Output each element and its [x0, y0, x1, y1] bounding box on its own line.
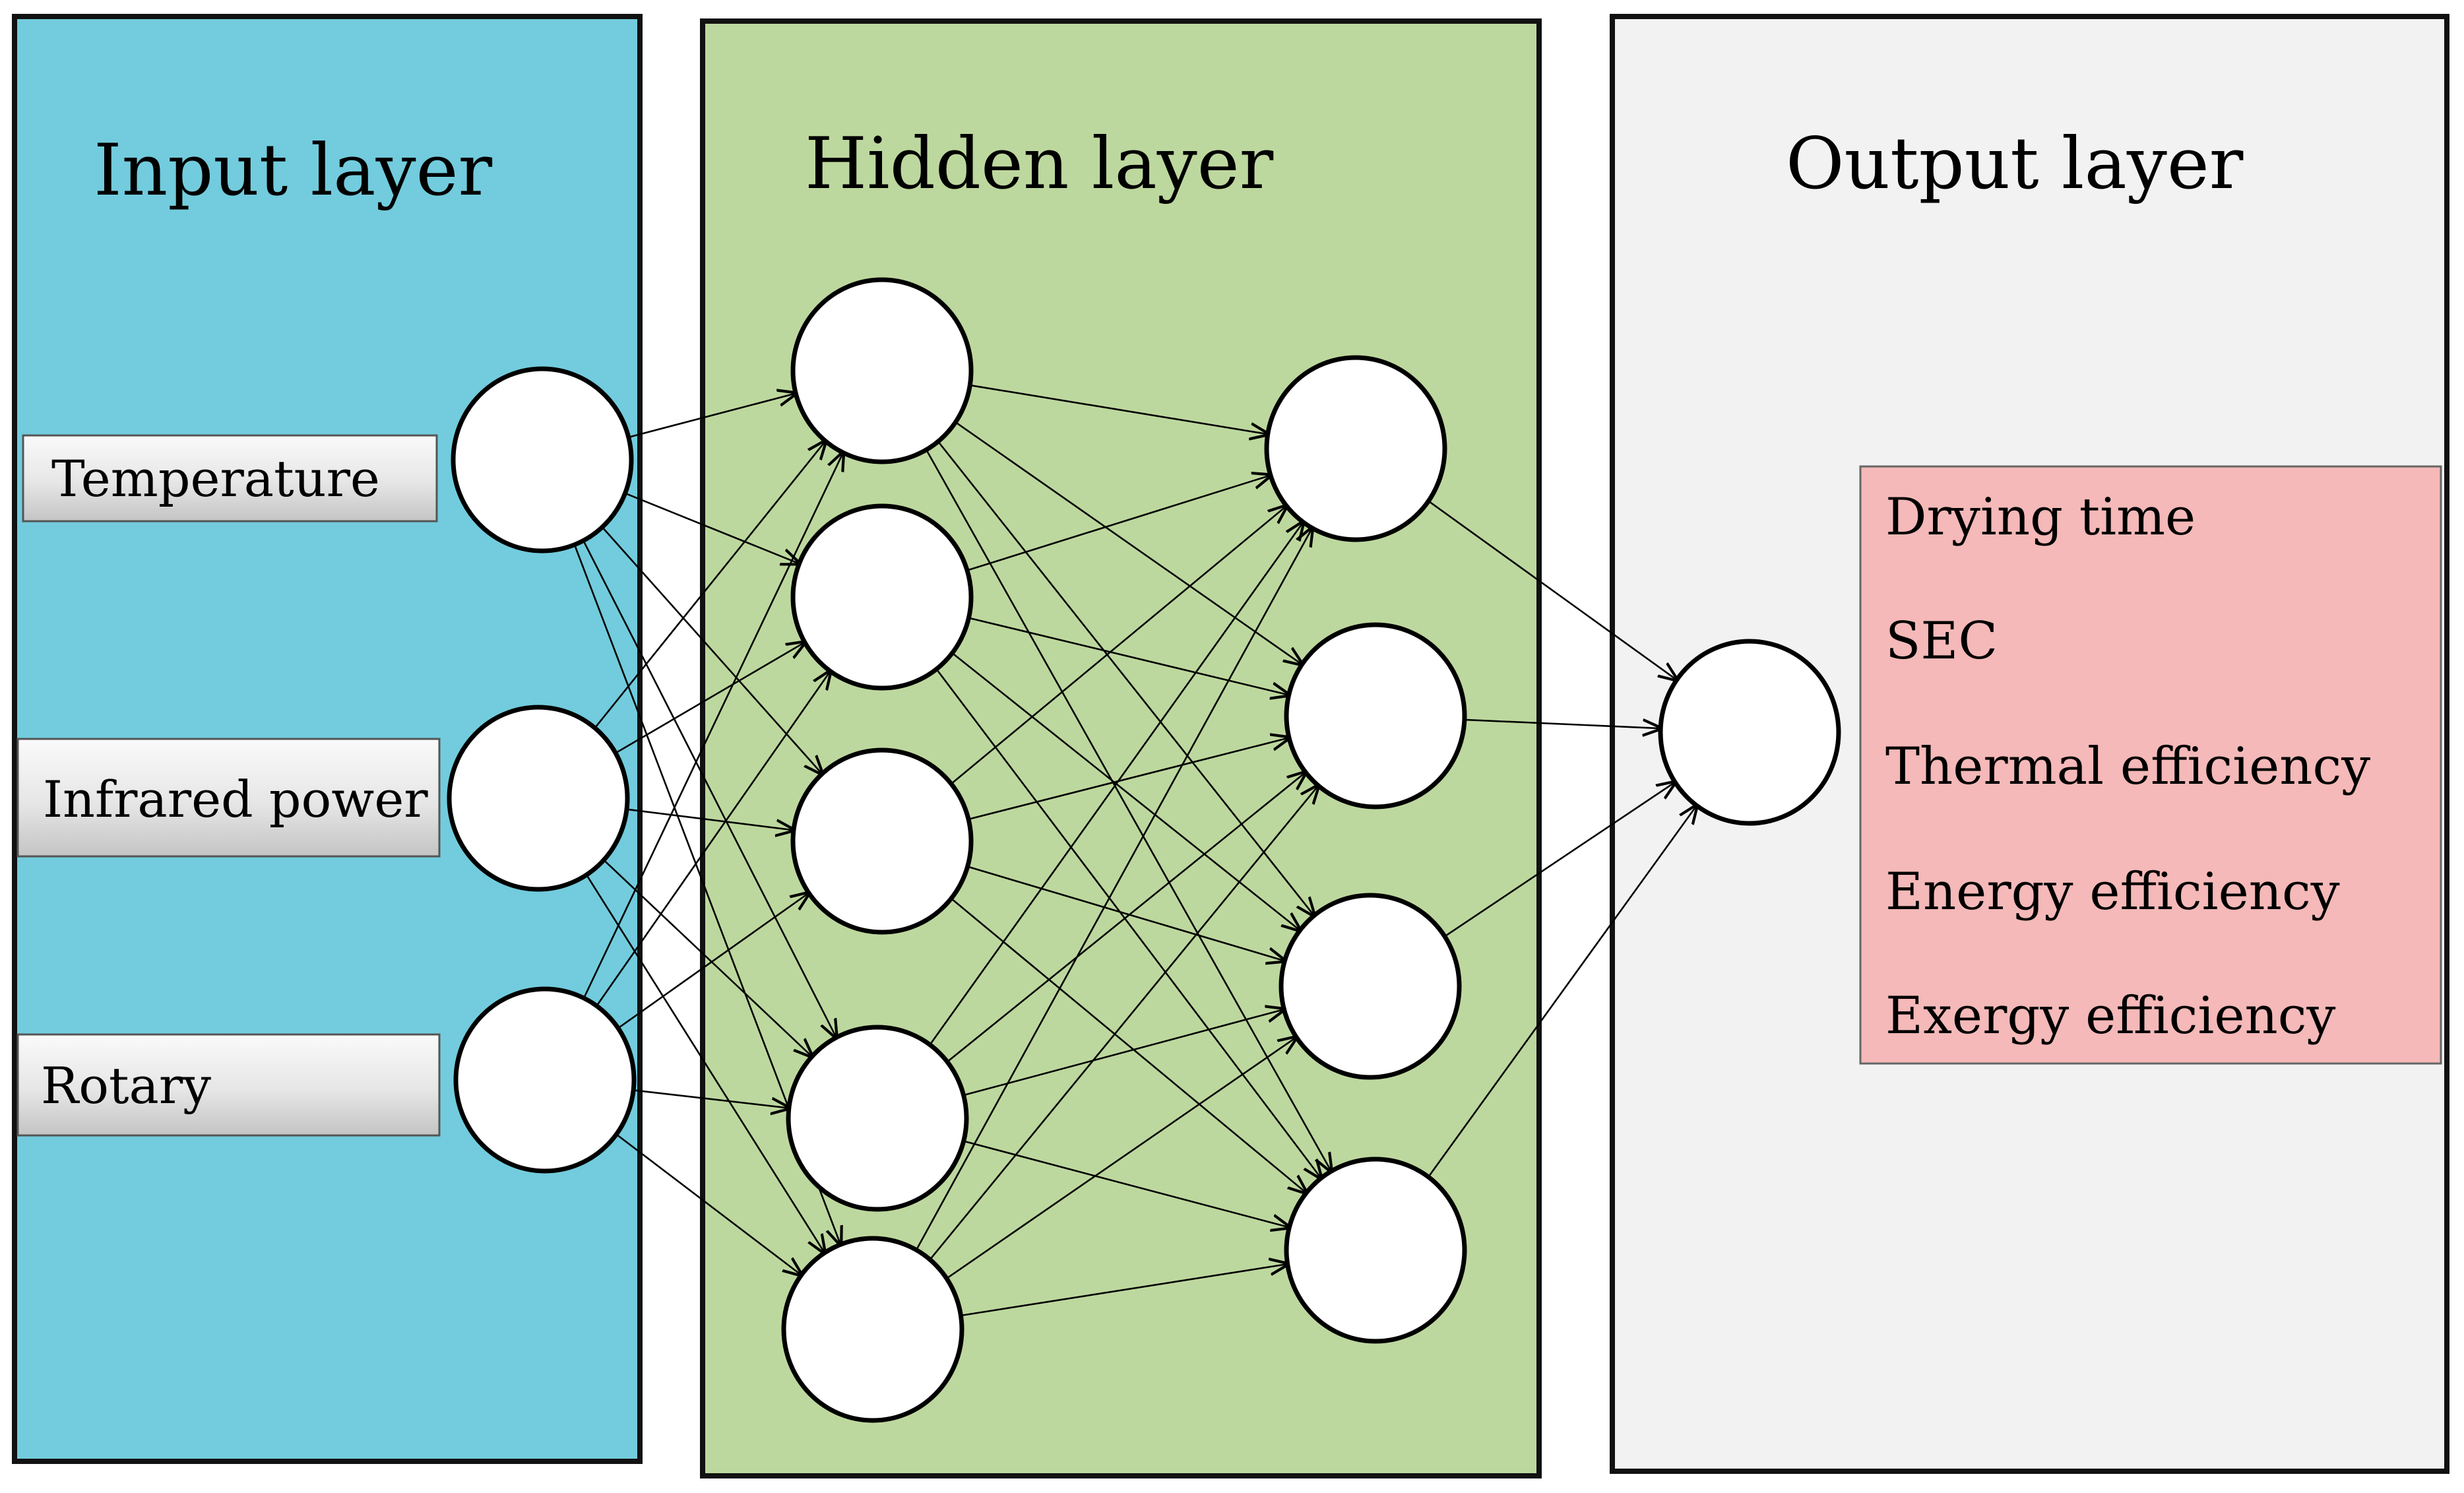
input-layer-title: Input layer	[94, 129, 492, 212]
svg-text:Rotary: Rotary	[41, 1056, 211, 1115]
svg-text:Temperature: Temperature	[51, 449, 380, 508]
connection-input1-hidden1-2	[625, 492, 800, 564]
hidden1-node-1	[790, 277, 974, 464]
connection-input2-hidden1-2	[615, 643, 805, 754]
connection-hidden1-5-hidden2-3	[946, 1037, 1296, 1279]
connection-hidden1-4-hidden2-4	[963, 1140, 1290, 1228]
connection-hidden1-1-hidden2-2	[955, 421, 1302, 664]
nodes	[447, 277, 1841, 1423]
hidden1-node-5	[781, 1236, 964, 1423]
input-label-rotary: Rotary	[16, 1033, 441, 1137]
connection-hidden2-3-output-1	[1444, 782, 1675, 937]
output-item-thermal-efficiency: Thermal efficiency	[1885, 737, 2370, 796]
connection-hidden1-3-hidden2-1	[951, 506, 1286, 785]
connection-input2-hidden1-4	[603, 859, 812, 1057]
connection-hidden1-4-hidden2-1	[929, 522, 1304, 1046]
connection-input2-hidden1-3	[626, 808, 794, 831]
connection-hidden2-2-output-1	[1464, 720, 1660, 728]
hidden2-node-1	[1264, 355, 1447, 542]
output-node-1	[1658, 639, 1841, 826]
hidden-layer-title: Hidden layer	[805, 123, 1274, 205]
output-item-energy-efficiency: Energy efficiency	[1885, 862, 2340, 922]
hidden1-node-4	[786, 1025, 969, 1212]
connection-hidden1-4-hidden2-2	[947, 773, 1306, 1063]
connection-input2-hidden1-1	[594, 441, 826, 729]
connection-hidden1-5-hidden2-2	[929, 786, 1319, 1261]
connection-input3-hidden1-2	[596, 671, 830, 1007]
connection-hidden1-2-hidden2-4	[935, 668, 1321, 1178]
connection-input3-hidden1-5	[616, 1133, 801, 1275]
connection-input1-hidden1-1	[628, 393, 796, 438]
connection-hidden1-3-hidden2-3	[967, 866, 1285, 961]
connection-input2-hidden1-5	[585, 874, 825, 1253]
connection-hidden1-2-hidden2-1	[966, 475, 1271, 571]
input-node-3	[453, 986, 637, 1174]
output-item-drying-time: Drying time	[1885, 488, 2195, 547]
connection-hidden1-3-hidden2-4	[951, 897, 1306, 1193]
connection-hidden1-3-hidden2-2	[968, 738, 1289, 820]
connection-input1-hidden1-4	[583, 540, 836, 1037]
connection-input3-hidden1-4	[633, 1089, 789, 1108]
input-node-1	[451, 366, 634, 554]
connection-hidden1-2-hidden2-2	[968, 617, 1288, 695]
output-item-sec: SEC	[1885, 612, 1998, 671]
connection-hidden1-1-hidden2-3	[937, 441, 1314, 916]
input-label-temperature: Temperature	[22, 434, 438, 523]
connection-hidden1-5-hidden2-4	[961, 1264, 1287, 1317]
connection-input3-hidden1-3	[617, 893, 809, 1029]
svg-text:Infrared power: Infrared power	[43, 770, 428, 829]
connection-input3-hidden1-1	[583, 453, 843, 999]
input-label-infrared-power: Infrared power	[16, 738, 441, 858]
connection-hidden1-4-hidden2-3	[963, 1009, 1284, 1096]
connections	[573, 384, 1697, 1317]
input-node-2	[447, 705, 630, 892]
connection-hidden2-1-output-1	[1428, 500, 1676, 680]
output-layer-title: Output layer	[1786, 123, 2244, 205]
outputs-box: Drying time SEC Thermal efficiency Energ…	[1859, 465, 2442, 1065]
connection-hidden1-2-hidden2-3	[951, 652, 1300, 930]
hidden2-node-2	[1284, 622, 1467, 810]
connection-input1-hidden1-3	[601, 526, 822, 774]
hidden2-node-4	[1284, 1157, 1467, 1344]
hidden2-node-3	[1279, 893, 1462, 1080]
connection-hidden2-4-output-1	[1428, 806, 1697, 1178]
connection-hidden1-1-hidden2-4	[926, 449, 1331, 1172]
output-item-exergy-efficiency: Exergy efficiency	[1885, 986, 2335, 1046]
connection-hidden1-5-hidden2-1	[915, 528, 1312, 1251]
hidden1-node-2	[790, 503, 974, 691]
connection-hidden1-1-hidden2-1	[970, 384, 1267, 434]
hidden1-node-3	[790, 747, 974, 935]
